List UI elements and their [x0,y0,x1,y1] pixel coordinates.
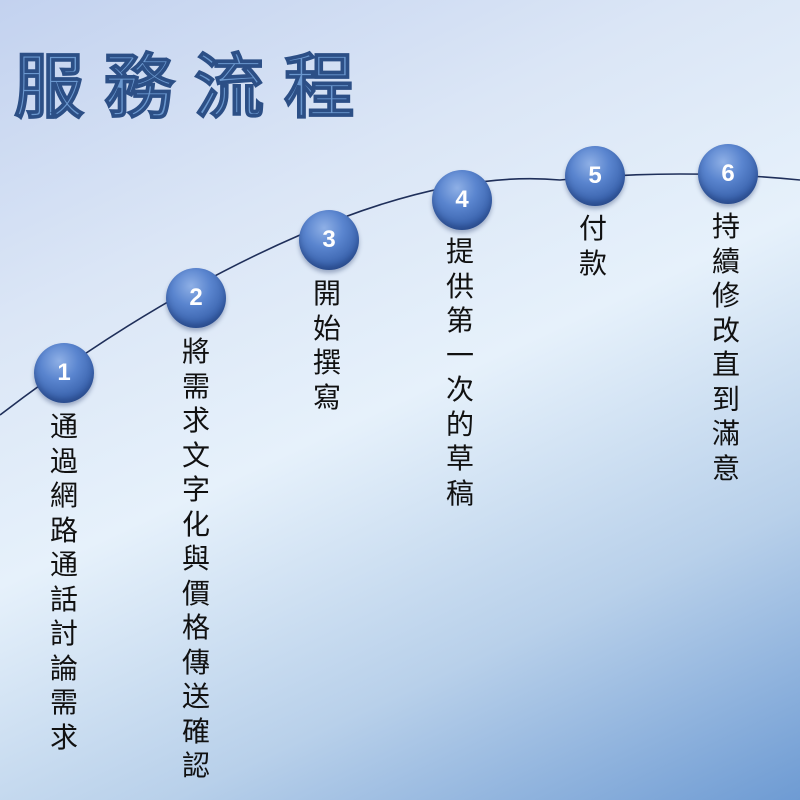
step-2-number: 2 [189,284,203,311]
step-5-label: 付款 [578,212,607,280]
step-5-number: 5 [588,162,602,189]
page-title: 服務流程 [13,45,374,128]
step-5-node: 5 [565,146,625,206]
step-1-number: 1 [57,359,71,386]
step-2-node: 2 [166,268,226,328]
step-6-node: 6 [698,144,758,204]
step-4-number: 4 [455,186,469,213]
step-2-label: 將需求文字化與價格傳送確認 [181,335,210,782]
step-3-node: 3 [299,210,359,270]
step-3-label: 開始撰寫 [312,277,341,414]
step-1-node: 1 [34,343,94,403]
step-3-number: 3 [322,226,336,253]
step-6-number: 6 [721,160,735,187]
step-6-label: 持續修改直到滿意 [711,210,740,485]
step-4-node: 4 [432,170,492,230]
step-1-label: 通過網路通話討論需求 [49,410,78,754]
step-4-label: 提供第一次的草稿 [445,235,474,510]
